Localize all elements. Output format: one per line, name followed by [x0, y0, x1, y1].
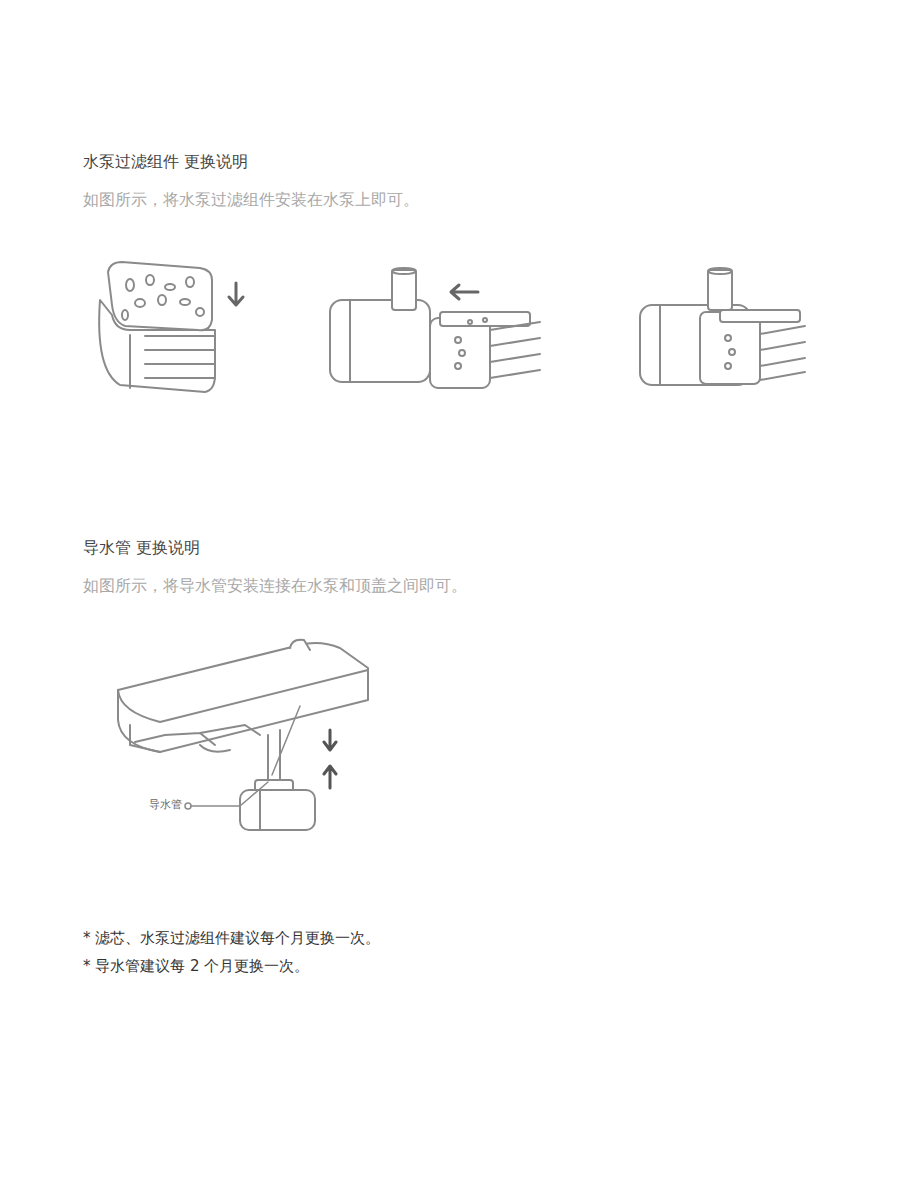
- note-text: * 滤芯、水泵过滤组件建议每个月更换一次。: [83, 929, 380, 947]
- note-text: * 导水管建议每 2 个月更换一次。: [83, 957, 309, 975]
- instruction-text: 如图所示，将导水管安装连接在水泵和顶盖之间即可。: [83, 576, 467, 595]
- assembled-pump: [640, 268, 805, 385]
- section-heading: 导水管 更换说明: [83, 538, 200, 557]
- instruction-text: 如图所示，将水泵过滤组件安装在水泵上即可。: [83, 190, 419, 209]
- section-heading: 水泵过滤组件 更换说明: [83, 152, 248, 171]
- lid-tube-pump: [118, 640, 368, 830]
- callout-label: 导水管: [149, 798, 182, 811]
- filter-assembly: [99, 262, 243, 392]
- pump-with-filter: [330, 268, 540, 388]
